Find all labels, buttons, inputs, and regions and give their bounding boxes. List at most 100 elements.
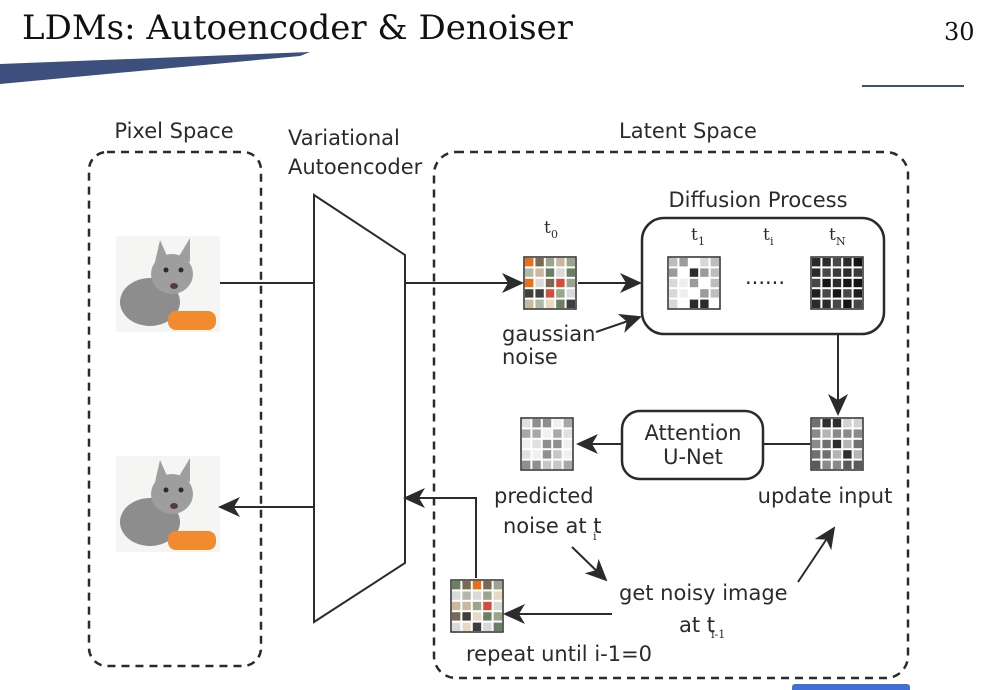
latent-cell bbox=[483, 601, 492, 611]
latent-space-label: Latent Space bbox=[619, 119, 757, 143]
gaussian-noise-line2: noise bbox=[502, 345, 558, 369]
gaussian-noise-line1: gaussian bbox=[502, 322, 595, 346]
diffusion-process-label: Diffusion Process bbox=[668, 188, 847, 212]
latent-cell bbox=[553, 419, 562, 428]
latent-cell bbox=[822, 460, 831, 469]
latent-cell bbox=[700, 289, 709, 298]
svg-text:noise at t: noise at t bbox=[503, 514, 602, 538]
cat-output-image bbox=[116, 456, 220, 552]
vae-label-line2: Autoencoder bbox=[288, 155, 423, 179]
latent-cell bbox=[553, 439, 562, 449]
latent-cell bbox=[669, 258, 678, 267]
latent-cell bbox=[853, 299, 862, 308]
latent-cell bbox=[843, 289, 852, 298]
latent-cell bbox=[689, 268, 699, 277]
latent-cell bbox=[853, 429, 862, 438]
latent-cell bbox=[553, 460, 562, 469]
latent-cell bbox=[812, 289, 821, 298]
latent-cell bbox=[493, 591, 502, 600]
latent-grid-update-input bbox=[810, 417, 864, 471]
svg-text:i: i bbox=[593, 530, 597, 543]
attention-unet-line1: Attention bbox=[645, 421, 742, 445]
latent-cell bbox=[472, 612, 482, 621]
latent-cell bbox=[532, 450, 541, 459]
pixel-space-box bbox=[87, 150, 263, 668]
latent-cell bbox=[566, 268, 575, 277]
latent-cell bbox=[853, 268, 862, 277]
latent-cell bbox=[563, 419, 572, 428]
latent-cell bbox=[532, 439, 541, 449]
latent-cell bbox=[535, 299, 544, 308]
latent-cell bbox=[812, 268, 821, 277]
latent-cell bbox=[553, 429, 562, 438]
svg-text:i-1: i-1 bbox=[711, 628, 725, 641]
latent-cell bbox=[522, 460, 531, 469]
latent-cell bbox=[822, 289, 831, 298]
latent-cell bbox=[525, 278, 534, 288]
latent-cell bbox=[689, 299, 699, 308]
arrow-noisy-to-update bbox=[797, 526, 836, 583]
latent-cell bbox=[669, 289, 678, 298]
latent-cell bbox=[700, 299, 709, 308]
title-rule bbox=[862, 85, 964, 87]
latent-cell bbox=[812, 439, 821, 449]
latent-cell bbox=[472, 581, 482, 590]
latent-cell bbox=[542, 450, 552, 459]
latent-cell bbox=[535, 258, 544, 267]
latent-cell bbox=[853, 258, 862, 267]
latent-cell bbox=[522, 439, 531, 449]
latent-cell bbox=[556, 278, 565, 288]
latent-cell bbox=[710, 289, 719, 298]
latent-cell bbox=[452, 601, 461, 611]
latent-cell bbox=[542, 460, 552, 469]
latent-cell bbox=[843, 278, 852, 288]
latent-cell bbox=[843, 419, 852, 428]
latent-cell bbox=[822, 268, 831, 277]
latent-cell bbox=[822, 299, 831, 308]
latent-cell bbox=[522, 429, 531, 438]
latent-cell bbox=[679, 258, 688, 267]
latent-cell bbox=[542, 429, 552, 438]
latent-cell bbox=[822, 419, 831, 428]
latent-cell bbox=[462, 581, 471, 590]
svg-text:t: t bbox=[544, 218, 551, 238]
latent-cell bbox=[535, 268, 544, 277]
get-noisy-line1: get noisy image bbox=[619, 581, 788, 605]
latent-cell bbox=[832, 439, 842, 449]
latent-cell bbox=[832, 278, 842, 288]
latent-grid-t0 bbox=[523, 256, 577, 310]
arrow-repeat-to-decoder bbox=[403, 488, 477, 578]
latent-cell bbox=[812, 299, 821, 308]
latent-cell bbox=[452, 622, 461, 631]
svg-text:at t: at t bbox=[679, 613, 715, 637]
latent-cell bbox=[843, 460, 852, 469]
latent-cell bbox=[532, 419, 541, 428]
latent-cell bbox=[822, 450, 831, 459]
repeat-label: repeat until i-1=0 bbox=[466, 642, 652, 666]
latent-cell bbox=[472, 601, 482, 611]
latent-cell bbox=[812, 429, 821, 438]
latent-cell bbox=[710, 299, 719, 308]
svg-text:t: t bbox=[763, 225, 770, 245]
latent-cell bbox=[832, 450, 842, 459]
latent-cell bbox=[700, 268, 709, 277]
page-number: 30 bbox=[944, 18, 975, 46]
latent-cell bbox=[493, 601, 502, 611]
latent-cell bbox=[689, 278, 699, 288]
bottom-nav-tab[interactable] bbox=[792, 684, 910, 690]
latent-cell bbox=[566, 258, 575, 267]
latent-cell bbox=[563, 450, 572, 459]
latent-cell bbox=[483, 581, 492, 590]
vae-label-line1: Variational bbox=[288, 126, 400, 150]
t1-label: t 1 bbox=[691, 225, 705, 248]
title-accent-bar bbox=[0, 52, 310, 84]
latent-cell bbox=[843, 258, 852, 267]
latent-cell bbox=[472, 622, 482, 631]
latent-cell bbox=[700, 278, 709, 288]
latent-cell bbox=[452, 591, 461, 600]
latent-cell bbox=[522, 419, 531, 428]
latent-cell bbox=[563, 460, 572, 469]
latent-cell bbox=[689, 289, 699, 298]
latent-cell bbox=[483, 612, 492, 621]
latent-cell bbox=[812, 278, 821, 288]
